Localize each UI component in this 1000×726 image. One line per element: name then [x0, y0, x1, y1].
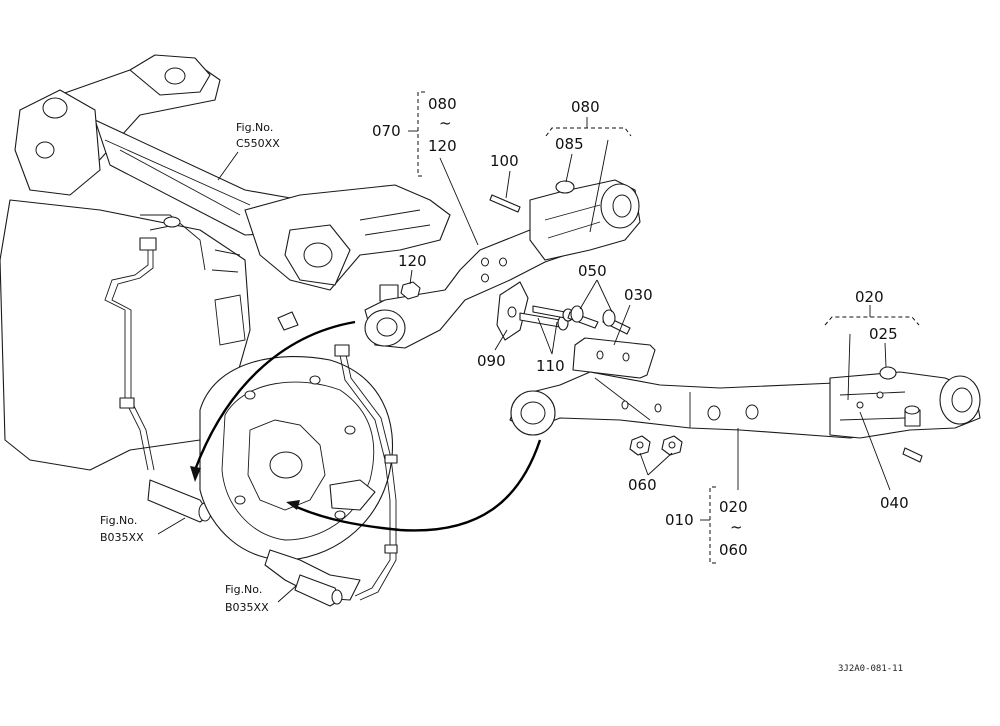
lower-link — [509, 366, 981, 463]
figure-ref-title: Fig.No. — [236, 121, 273, 134]
arrow-head — [286, 500, 300, 510]
figure-ref-lower: Fig.No. B035XX — [225, 583, 297, 614]
callout-range-tilde: ~ — [730, 518, 743, 536]
callout-020-range-start: 020 — [719, 498, 748, 516]
callout-020: 020 — [855, 288, 884, 306]
drawing-code: 3J2A0-081-11 — [838, 664, 903, 674]
figure-ref-title: Fig.No. — [225, 583, 262, 596]
assembly-arrow-lower-link — [291, 439, 542, 532]
callout-120-range-end: 120 — [428, 137, 457, 155]
callout-range-tilde: ~ — [439, 114, 452, 132]
upper-lift-rod — [364, 179, 641, 349]
callout-070: 070 — [372, 122, 401, 140]
figure-ref-title: Fig.No. — [100, 514, 137, 527]
callout-085: 085 — [555, 135, 584, 153]
bolts-110 — [519, 305, 574, 331]
nuts-060 — [629, 435, 683, 456]
callout-040: 040 — [880, 494, 909, 512]
callout-025: 025 — [869, 325, 898, 343]
callout-080: 080 — [571, 98, 600, 116]
callout-090: 090 — [477, 352, 506, 370]
rear-housing-assembly — [0, 54, 451, 607]
assembly-arrow-upper-link — [193, 320, 356, 471]
callout-080-range-start: 080 — [428, 95, 457, 113]
figure-ref-upper: Fig.No. C550XX — [217, 121, 280, 181]
callout-100: 100 — [490, 152, 519, 170]
figure-ref-code: B035XX — [100, 531, 144, 544]
callout-030: 030 — [624, 286, 653, 304]
callout-060-range-end: 060 — [719, 541, 748, 559]
arrow-head — [190, 466, 201, 482]
callout-050: 050 — [578, 262, 607, 280]
callout-leaders — [408, 91, 920, 564]
bolts-050 — [567, 305, 631, 335]
figure-ref-code: C550XX — [236, 137, 280, 150]
callout-010: 010 — [665, 511, 694, 529]
callout-060: 060 — [628, 476, 657, 494]
nut-120 — [400, 281, 421, 300]
callout-110: 110 — [536, 357, 565, 375]
figure-ref-code: B035XX — [225, 601, 269, 614]
callout-120: 120 — [398, 252, 427, 270]
figure-ref-left: Fig.No. B035XX — [100, 514, 186, 544]
bracket-plate-030 — [572, 337, 656, 379]
